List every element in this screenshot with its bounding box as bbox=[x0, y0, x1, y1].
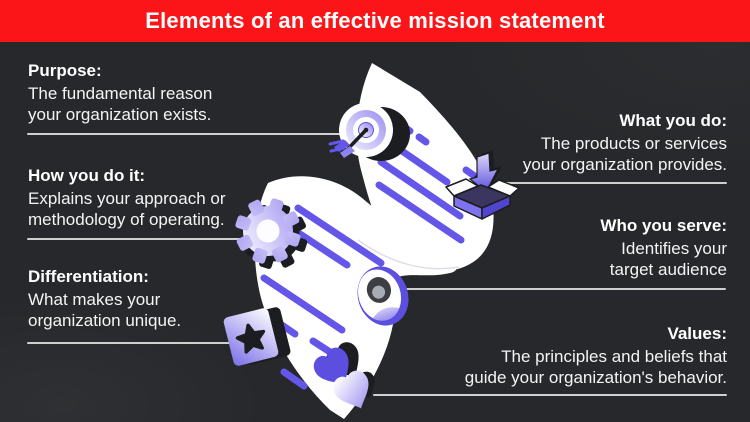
block-how-line1: Explains your approach or bbox=[28, 189, 226, 208]
gear-icon bbox=[235, 198, 308, 269]
block-purpose-line2: your organization exists. bbox=[28, 105, 212, 124]
block-values: Values: The principles and beliefs that … bbox=[437, 323, 727, 388]
header-banner: Elements of an effective mission stateme… bbox=[0, 0, 750, 42]
connector-purpose bbox=[27, 133, 348, 135]
block-values-line1: The principles and beliefs that bbox=[501, 347, 727, 366]
block-differentiation-title: Differentiation: bbox=[28, 267, 149, 286]
block-how: How you do it: Explains your approach or… bbox=[28, 165, 268, 230]
block-who: Who you serve: Identifies your target au… bbox=[477, 215, 727, 280]
block-differentiation-line1: What makes your bbox=[28, 290, 161, 309]
block-purpose: Purpose: The fundamental reason your org… bbox=[28, 60, 258, 125]
connector-who bbox=[395, 288, 726, 290]
block-purpose-title: Purpose: bbox=[28, 61, 102, 80]
block-what-line2: your organization provides. bbox=[522, 155, 727, 174]
connector-values bbox=[373, 394, 727, 396]
block-how-line2: methodology of operating. bbox=[28, 210, 225, 229]
hearts-icon bbox=[313, 342, 375, 409]
block-values-title: Values: bbox=[667, 324, 727, 343]
block-values-line2: guide your organization's behavior. bbox=[464, 368, 727, 387]
block-how-title: How you do it: bbox=[28, 166, 146, 185]
block-differentiation-line2: organization unique. bbox=[28, 311, 182, 330]
star-badge-icon bbox=[223, 307, 291, 366]
block-who-line1: Identifies your bbox=[621, 239, 727, 258]
block-what-line1: The products or services bbox=[540, 134, 727, 153]
connector-differentiation bbox=[27, 342, 230, 344]
block-who-title: Who you serve: bbox=[600, 216, 727, 235]
block-what-title: What you do: bbox=[619, 111, 727, 130]
equals-dashes-icon bbox=[328, 139, 346, 153]
block-who-line2: target audience bbox=[609, 260, 727, 279]
target-icon bbox=[328, 103, 410, 161]
scroll-fold-seam bbox=[357, 239, 460, 270]
box-arrow-icon bbox=[445, 150, 520, 220]
block-differentiation: Differentiation: What makes your organiz… bbox=[28, 266, 248, 331]
avatar-icon bbox=[357, 266, 409, 327]
connector-how bbox=[27, 238, 248, 240]
block-purpose-line1: The fundamental reason bbox=[28, 84, 213, 103]
connector-what bbox=[501, 182, 727, 184]
page-title: Elements of an effective mission stateme… bbox=[145, 8, 605, 33]
block-what: What you do: The products or services yo… bbox=[477, 110, 727, 175]
